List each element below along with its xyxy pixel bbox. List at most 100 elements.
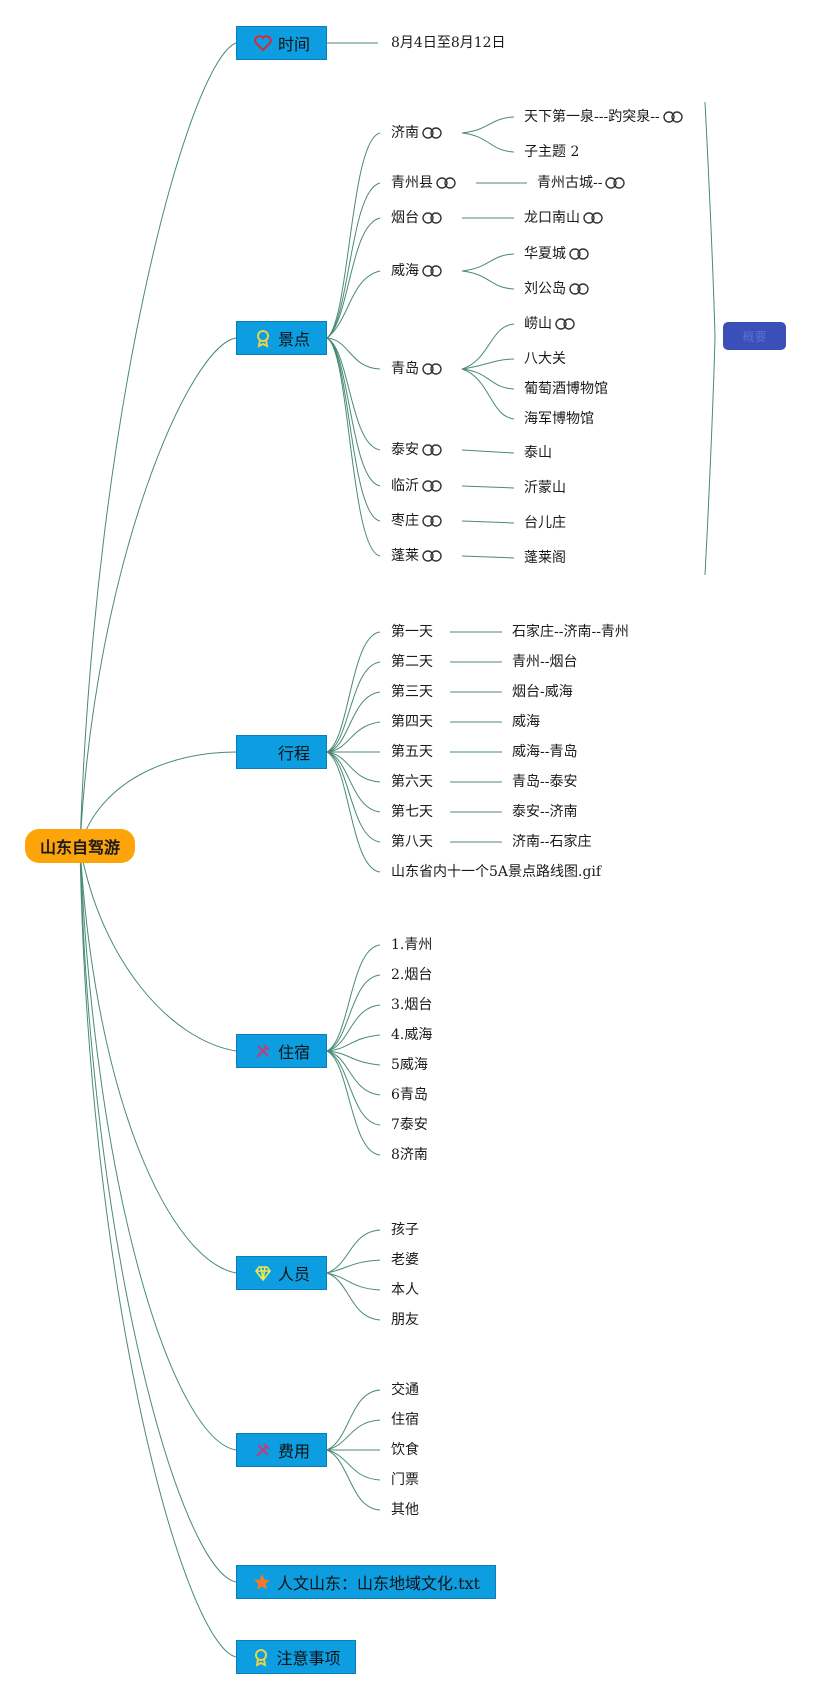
- topic-itinerary-label: 行程: [277, 744, 310, 763]
- topic-people-label: 人员: [277, 1265, 310, 1284]
- topic-itinerary[interactable]: 行程: [236, 735, 327, 769]
- topic-cost-label: 费用: [277, 1442, 310, 1461]
- city-item[interactable]: 济南: [391, 124, 442, 142]
- city-label: 青岛: [391, 361, 419, 377]
- city-item[interactable]: 青岛: [391, 360, 442, 378]
- root-label: 山东自驾游: [39, 838, 120, 857]
- spot-item[interactable]: 葡萄酒博物馆: [524, 381, 608, 397]
- cost-item[interactable]: 饮食: [391, 1442, 419, 1458]
- link-icon[interactable]: [605, 176, 626, 190]
- spot-item[interactable]: 刘公岛: [524, 280, 589, 298]
- city-item[interactable]: 蓬莱: [391, 547, 442, 565]
- route-label[interactable]: 石家庄--济南--青州: [512, 624, 629, 640]
- spot-label: 青州古城--: [537, 175, 603, 191]
- topic-notes-label: 注意事项: [276, 1649, 341, 1668]
- city-item[interactable]: 枣庄: [391, 512, 442, 530]
- link-icon[interactable]: [422, 549, 442, 563]
- city-item[interactable]: 青州县: [391, 174, 456, 192]
- day-label[interactable]: 第三天: [391, 684, 433, 700]
- day-label[interactable]: 第一天: [391, 624, 433, 640]
- person-item[interactable]: 老婆: [391, 1252, 419, 1268]
- topic-culture-label: 人文山东：山东地域文化.txt: [277, 1574, 480, 1593]
- topic-cost[interactable]: 费用: [236, 1433, 327, 1467]
- time-value: 8月4日至8月12日: [391, 35, 506, 51]
- topic-lodging[interactable]: 住宿: [236, 1034, 327, 1068]
- cost-item[interactable]: 住宿: [391, 1412, 419, 1428]
- person-item[interactable]: 朋友: [391, 1312, 419, 1328]
- lodging-item[interactable]: 1.青州: [391, 937, 433, 953]
- route-label[interactable]: 威海--青岛: [512, 744, 578, 760]
- award-icon: [253, 328, 273, 348]
- day-label[interactable]: 第七天: [391, 804, 433, 820]
- city-item[interactable]: 烟台: [391, 209, 442, 227]
- lodging-item[interactable]: 8济南: [391, 1147, 428, 1163]
- city-label: 济南: [391, 125, 419, 141]
- spot-item[interactable]: 八大关: [524, 351, 566, 367]
- topic-spots[interactable]: 景点: [236, 321, 327, 355]
- topic-lodging-label: 住宿: [277, 1043, 310, 1062]
- itinerary-attachment[interactable]: 山东省内十一个5A景点路线图.gif: [391, 864, 602, 880]
- city-label: 临沂: [391, 478, 419, 494]
- topic-culture[interactable]: 人文山东：山东地域文化.txt: [236, 1565, 496, 1599]
- spot-item[interactable]: 龙口南山: [524, 209, 603, 227]
- link-icon[interactable]: [662, 110, 683, 124]
- root-node[interactable]: 山东自驾游: [25, 829, 135, 863]
- lodging-item[interactable]: 3.烟台: [391, 997, 433, 1013]
- spot-label: 华夏城: [524, 246, 566, 262]
- topic-people[interactable]: 人员: [236, 1256, 327, 1290]
- link-icon[interactable]: [569, 282, 589, 296]
- day-label[interactable]: 第二天: [391, 654, 433, 670]
- spot-item[interactable]: 崂山: [524, 315, 575, 333]
- link-icon[interactable]: [422, 126, 442, 140]
- spot-item[interactable]: 子主题 2: [524, 144, 580, 160]
- person-item[interactable]: 孩子: [391, 1222, 419, 1238]
- award-icon: [251, 1647, 271, 1667]
- spot-item[interactable]: 沂蒙山: [524, 480, 566, 496]
- link-icon[interactable]: [422, 479, 442, 493]
- spot-item[interactable]: 华夏城: [524, 245, 589, 263]
- lodging-item[interactable]: 7泰安: [391, 1117, 428, 1133]
- day-label[interactable]: 第八天: [391, 834, 433, 850]
- route-label[interactable]: 烟台-威海: [512, 684, 573, 700]
- topic-time[interactable]: 时间: [236, 26, 327, 60]
- link-icon[interactable]: [555, 317, 575, 331]
- star-icon: [252, 1572, 272, 1592]
- day-label[interactable]: 第四天: [391, 714, 433, 730]
- city-item[interactable]: 威海: [391, 262, 442, 280]
- spot-item[interactable]: 海军博物馆: [524, 411, 594, 427]
- spot-item[interactable]: 泰山: [524, 445, 552, 461]
- route-label[interactable]: 青州--烟台: [512, 654, 578, 670]
- city-item[interactable]: 泰安: [391, 441, 442, 459]
- spot-item[interactable]: 天下第一泉---趵突泉--: [524, 108, 683, 126]
- lodging-item[interactable]: 2.烟台: [391, 967, 433, 983]
- link-icon[interactable]: [422, 362, 442, 376]
- day-label[interactable]: 第六天: [391, 774, 433, 790]
- lodging-item[interactable]: 6青岛: [391, 1087, 428, 1103]
- topic-time-label: 时间: [277, 35, 310, 54]
- cost-item[interactable]: 其他: [391, 1502, 419, 1518]
- cost-item[interactable]: 门票: [391, 1472, 419, 1488]
- link-icon[interactable]: [583, 211, 603, 225]
- day-label[interactable]: 第五天: [391, 744, 433, 760]
- link-icon[interactable]: [422, 443, 442, 457]
- spot-item[interactable]: 蓬莱阁: [524, 550, 566, 566]
- link-icon[interactable]: [422, 211, 442, 225]
- spot-item[interactable]: 台儿庄: [524, 515, 566, 531]
- spot-item[interactable]: 青州古城--: [537, 174, 626, 192]
- lodging-item[interactable]: 5威海: [391, 1057, 428, 1073]
- route-label[interactable]: 威海: [512, 714, 540, 730]
- lodging-item[interactable]: 4.威海: [391, 1027, 433, 1043]
- link-icon[interactable]: [569, 247, 589, 261]
- city-label: 蓬莱: [391, 548, 419, 564]
- route-label[interactable]: 济南--石家庄: [512, 834, 592, 850]
- city-item[interactable]: 临沂: [391, 477, 442, 495]
- cost-item[interactable]: 交通: [391, 1382, 419, 1398]
- person-item[interactable]: 本人: [391, 1282, 419, 1298]
- route-label[interactable]: 青岛--泰安: [512, 774, 578, 790]
- link-icon[interactable]: [422, 514, 442, 528]
- topic-notes[interactable]: 注意事项: [236, 1640, 356, 1674]
- link-icon[interactable]: [422, 264, 442, 278]
- route-label[interactable]: 泰安--济南: [512, 804, 578, 820]
- link-icon[interactable]: [436, 176, 456, 190]
- summary-node[interactable]: 概要: [723, 322, 786, 350]
